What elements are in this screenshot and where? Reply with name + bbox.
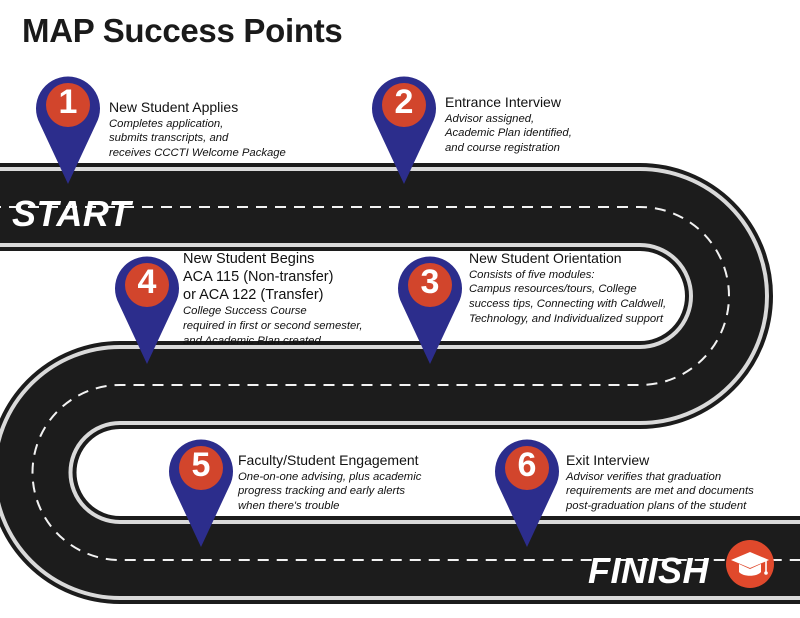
step-3-marker: 3	[397, 254, 463, 364]
map-pin-icon	[169, 439, 233, 547]
step-1-marker: 1	[35, 74, 101, 184]
map-pin-icon	[115, 256, 179, 364]
step-4-title: New Student Begins ACA 115 (Non-transfer…	[183, 251, 334, 304]
step-2-description: Advisor assigned, Academic Plan identifi…	[445, 112, 572, 154]
step-2-number: 2	[394, 83, 414, 121]
step-5-text: Faculty/Student Engagement One-on-one ad…	[238, 452, 421, 514]
start-label: START	[12, 193, 132, 234]
step-3-description: Consists of five modules: Campus resourc…	[469, 268, 667, 325]
step-6-number: 6	[517, 446, 537, 484]
step-2-title: Entrance Interview	[445, 94, 561, 110]
step-3-number: 3	[420, 263, 440, 301]
step-6-marker: 6	[494, 437, 560, 547]
step-4-text: New Student Begins ACA 115 (Non-transfer…	[183, 250, 363, 348]
step-1-text: New Student Applies Completes applicatio…	[109, 99, 286, 161]
step-1-description: Completes application, submits transcrip…	[109, 117, 286, 159]
step-6-description: Advisor verifies that graduation require…	[566, 470, 754, 512]
step-1-number: 1	[58, 83, 78, 121]
road-center-dashes	[0, 206, 800, 561]
map-pin-icon	[372, 76, 436, 184]
step-5-marker: 5	[168, 437, 234, 547]
map-pin-icon	[495, 439, 559, 547]
step-1-title: New Student Applies	[109, 99, 239, 115]
step-5-description: One-on-one advising, plus academic progr…	[238, 470, 422, 512]
step-4-description: College Success Course required in first…	[183, 305, 363, 347]
map-pin-icon	[398, 256, 462, 364]
page-title: MAP Success Points	[22, 12, 343, 49]
step-2-text: Entrance Interview Advisor assigned, Aca…	[445, 94, 572, 156]
step-6-text: Exit Interview Advisor verifies that gra…	[566, 452, 754, 514]
step-5-number: 5	[191, 446, 211, 484]
step-6-title: Exit Interview	[566, 452, 650, 468]
step-2-marker: 2	[371, 74, 437, 184]
step-5-title: Faculty/Student Engagement	[238, 452, 419, 468]
step-3-text: New Student Orientation Consists of five…	[469, 250, 666, 326]
step-4-marker: 4	[114, 254, 180, 364]
step-4-number: 4	[137, 263, 157, 301]
step-3-title: New Student Orientation	[469, 250, 622, 266]
graduation-cap-icon	[726, 540, 774, 588]
finish-label: FINISH	[588, 550, 710, 591]
map-pin-icon	[35, 76, 100, 184]
